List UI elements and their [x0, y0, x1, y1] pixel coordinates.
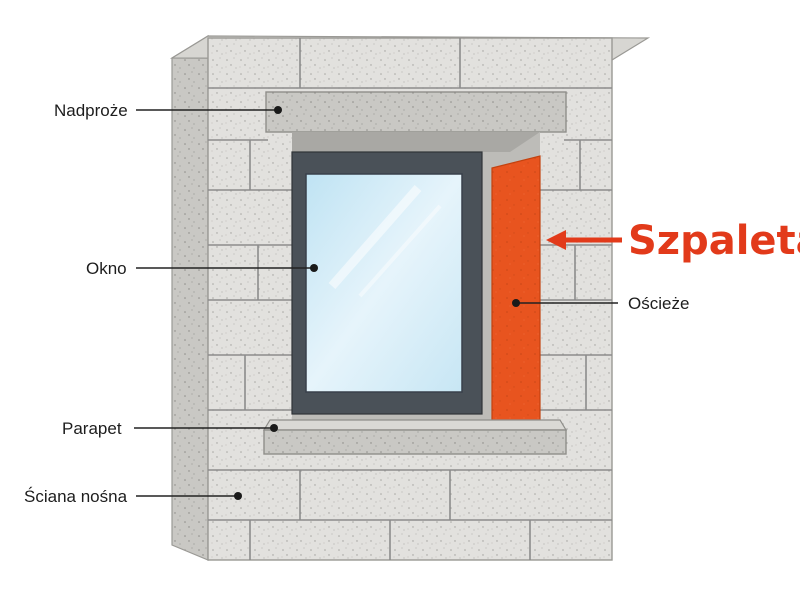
leader-window: [136, 264, 318, 272]
leader-lintel: [136, 106, 282, 114]
leader-wall: [136, 492, 242, 500]
glass-reflection-2: [358, 204, 442, 298]
label-sill: Parapet: [62, 419, 122, 438]
leader-sill: [134, 424, 278, 432]
wall-side-face: [171, 34, 209, 561]
highlight-arrow: [546, 230, 622, 250]
sill-top-face: [262, 419, 568, 431]
lintel-beam: [265, 91, 567, 133]
leader-reveal: [512, 299, 618, 307]
opening-top-face: [292, 132, 540, 152]
reveal-face: [491, 155, 541, 429]
glass-reflection: [328, 185, 422, 289]
sill-front-face: [263, 429, 567, 455]
label-reveal: Ościeże: [628, 294, 689, 313]
label-highlight: Szpaleta: [628, 218, 800, 264]
block-joints: [208, 38, 612, 560]
label-wall: Ściana nośna: [24, 487, 128, 506]
label-lintel: Nadproże: [54, 101, 128, 120]
label-window: Okno: [86, 259, 127, 278]
window-glass: [305, 173, 463, 393]
